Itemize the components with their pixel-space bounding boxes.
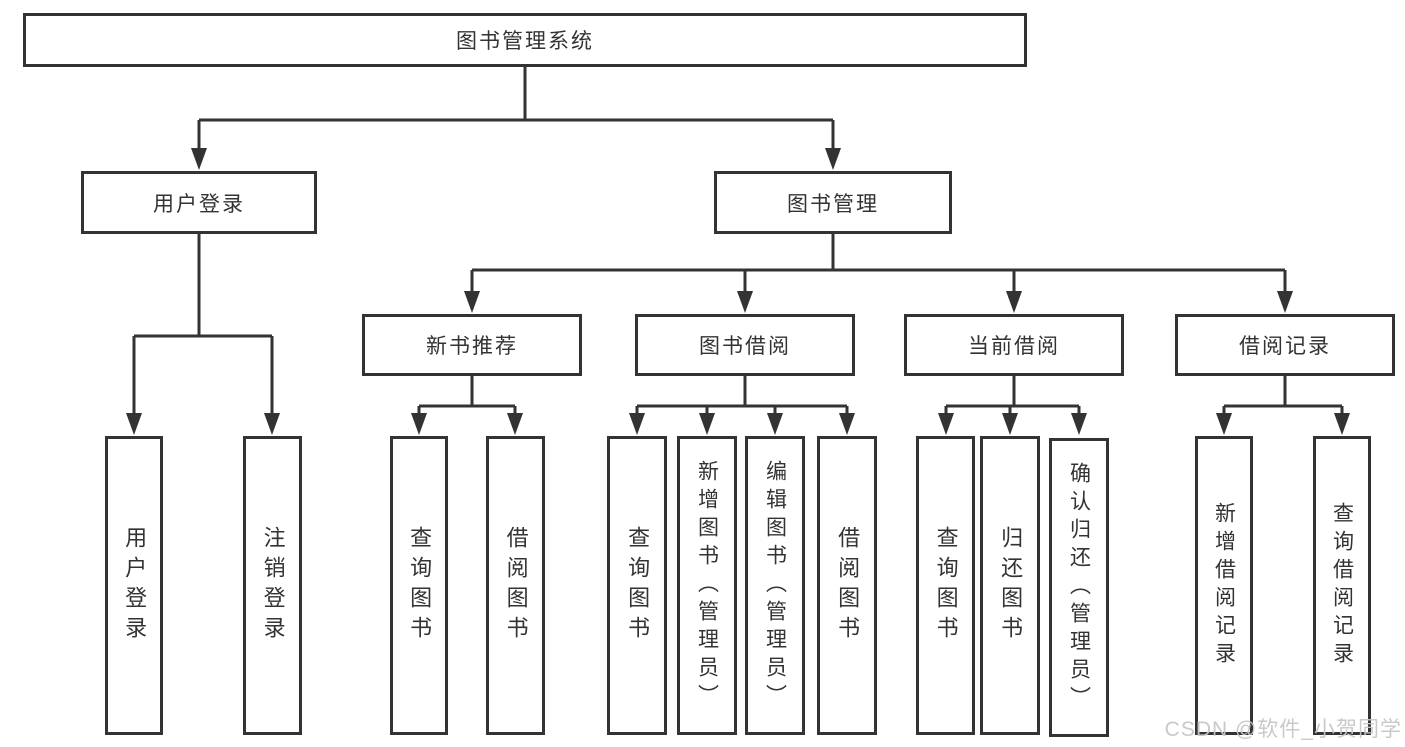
node-leaf-query-books-current: 查询图书 (916, 436, 975, 735)
arrow-down-icon (825, 148, 841, 170)
node-label: 查询图书 (933, 525, 959, 646)
node-library-management-system: 图书管理系统 (23, 13, 1027, 67)
node-user-login: 用户登录 (81, 171, 317, 234)
node-label: 查询图书 (407, 525, 433, 646)
node-label: 确认归还（管理员） (1067, 461, 1091, 714)
node-label: 用户登录 (122, 525, 148, 646)
arrow-down-icon (1002, 413, 1018, 435)
arrow-down-icon (1334, 413, 1350, 435)
arrow-down-icon (938, 413, 954, 435)
arrow-down-icon (839, 413, 855, 435)
node-leaf-return-book: 归还图书 (980, 436, 1040, 735)
node-label: 借阅图书 (835, 525, 861, 646)
node-leaf-add-borrow-record: 新增借阅记录 (1195, 436, 1253, 735)
node-label: 当前借阅 (968, 335, 1060, 358)
node-label: 图书管理系统 (456, 30, 594, 53)
node-leaf-logout: 注销登录 (243, 436, 302, 735)
node-label: 用户登录 (153, 192, 245, 216)
node-label: 图书借阅 (699, 335, 791, 358)
node-label: 图书管理 (787, 192, 879, 216)
arrow-down-icon (1071, 413, 1087, 435)
node-label: 新增借阅记录 (1212, 501, 1236, 670)
node-label: 新增图书（管理员） (695, 459, 719, 712)
node-leaf-confirm-return-admin: 确认归还（管理员） (1049, 438, 1109, 737)
arrow-down-icon (767, 413, 783, 435)
node-book-management: 图书管理 (714, 171, 952, 234)
node-label: 注销登录 (260, 525, 286, 646)
node-leaf-user-login: 用户登录 (105, 436, 163, 735)
arrow-down-icon (1277, 291, 1293, 313)
node-leaf-query-books-borrowing: 查询图书 (607, 436, 667, 735)
arrow-down-icon (264, 413, 280, 435)
node-leaf-borrow-books-recommend: 借阅图书 (486, 436, 545, 735)
arrowheads (126, 148, 1350, 435)
node-label: 新书推荐 (426, 335, 518, 358)
node-leaf-query-books-recommend: 查询图书 (390, 436, 448, 735)
node-book-borrowing: 图书借阅 (635, 314, 855, 376)
node-label: 借阅记录 (1239, 335, 1331, 358)
arrow-down-icon (126, 413, 142, 435)
node-label: 归还图书 (998, 525, 1024, 646)
node-label: 查询图书 (625, 525, 651, 646)
watermark-csdn: CSDN @软件_小贺同学 (1164, 718, 1402, 741)
arrow-down-icon (411, 413, 427, 435)
arrow-down-icon (699, 413, 715, 435)
arrow-down-icon (191, 148, 207, 170)
node-label: 编辑图书（管理员） (763, 459, 787, 712)
arrow-down-icon (1006, 291, 1022, 313)
node-current-borrowing: 当前借阅 (904, 314, 1124, 376)
connector-segments (132, 67, 1344, 416)
arrow-down-icon (464, 291, 480, 313)
node-leaf-edit-book-admin: 编辑图书（管理员） (745, 436, 805, 735)
arrow-down-icon (1216, 413, 1232, 435)
arrow-down-icon (507, 413, 523, 435)
arrow-down-icon (629, 413, 645, 435)
node-leaf-add-book-admin: 新增图书（管理员） (677, 436, 737, 735)
arrow-down-icon (737, 291, 753, 313)
node-borrowing-records: 借阅记录 (1175, 314, 1395, 376)
node-leaf-borrow-books-borrowing: 借阅图书 (817, 436, 877, 735)
node-new-book-recommend: 新书推荐 (362, 314, 582, 376)
node-leaf-query-borrow-record: 查询借阅记录 (1313, 436, 1371, 735)
node-label: 借阅图书 (503, 525, 529, 646)
node-label: 查询借阅记录 (1330, 501, 1354, 670)
